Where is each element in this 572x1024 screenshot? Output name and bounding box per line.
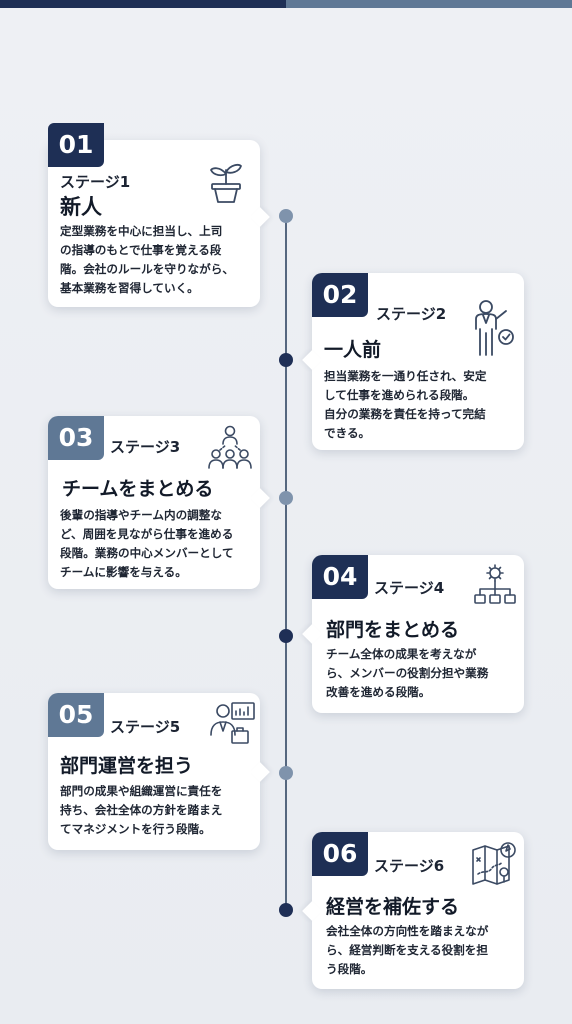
manager-chart-icon xyxy=(208,701,256,747)
description-line: チームに影響を与える。 xyxy=(60,565,187,579)
top-accent-bar xyxy=(0,0,572,8)
description-line: できる。 xyxy=(324,426,371,440)
card-pointer xyxy=(302,350,322,370)
person-check-icon xyxy=(468,299,516,357)
description-line: して仕事を進められる段階。 xyxy=(324,388,475,402)
description-line: う段階。 xyxy=(326,962,373,976)
stage-title: 経営を補佐する xyxy=(326,896,460,918)
description-line: 担当業務を一通り任され、安定 xyxy=(324,369,487,383)
stage-card-1: 01 ステージ1 新人 定型業務を中心に担当し、上司 の指導のもとで仕事を覚える… xyxy=(48,123,270,307)
description-line: てマネジメントを行う段階。 xyxy=(60,822,211,836)
stage-number-badge: 06 xyxy=(312,832,368,876)
description-line: ら、経営判断を支える役割を担 xyxy=(326,943,488,957)
stage-description: チーム全体の成果を考えなが ら、メンバーの役割分担や業務 改善を進める段階。 xyxy=(326,645,488,702)
description-line: の指導のもとで仕事を覚える段 xyxy=(60,243,222,257)
stage-card-4: 04 ステージ4 部門をまとめる チーム全体の成果を考えなが ら、メンバーの役割… xyxy=(302,555,524,713)
stage-title: 新人 xyxy=(60,195,102,219)
stage-title: チームをまとめる xyxy=(62,478,214,500)
timeline-dot-5 xyxy=(279,766,293,780)
stage-description: 定型業務を中心に担当し、上司 の指導のもとで仕事を覚える段 階。会社のルールを守… xyxy=(60,222,234,298)
description-line: チーム全体の成果を考えなが xyxy=(326,647,477,661)
stage-label: ステージ3 xyxy=(110,438,181,456)
description-line: 基本業務を習得していく。 xyxy=(60,281,199,295)
stage-description: 部門の成果や組織運営に責任を 持ち、会社全体の方針を踏まえ てマネジメントを行う… xyxy=(60,782,222,839)
timeline-dot-4 xyxy=(279,629,293,643)
description-line: 会社全体の方向性を踏まえなが xyxy=(326,924,489,938)
stage-title: 部門をまとめる xyxy=(326,619,460,641)
description-line: ど、周囲を見ながら仕事を進める xyxy=(60,527,234,541)
stage-number-badge: 02 xyxy=(312,273,368,317)
card-pointer xyxy=(302,624,322,644)
stage-label: ステージ2 xyxy=(376,305,447,323)
description-line: 部門の成果や組織運営に責任を xyxy=(60,784,223,798)
timeline-dot-3 xyxy=(279,491,293,505)
strategy-map-icon xyxy=(470,840,518,888)
stage-card-2: 02 ステージ2 一人前 担当業務を一通り任され、安定 して仕事を進められる段階… xyxy=(302,273,524,450)
stage-description: 担当業務を一通り任され、安定 して仕事を進められる段階。 自分の業務を責任を持っ… xyxy=(324,367,486,443)
description-line: 改善を進める段階。 xyxy=(326,685,431,699)
top-accent-bar-light xyxy=(286,0,572,8)
card-pointer xyxy=(250,207,270,227)
stage-description: 会社全体の方向性を踏まえなが ら、経営判断を支える役割を担 う段階。 xyxy=(326,922,488,979)
description-line: 段階。業務の中心メンバーとして xyxy=(60,546,234,560)
description-line: 定型業務を中心に担当し、上司 xyxy=(60,224,223,238)
card-pointer xyxy=(250,762,270,782)
description-line: 持ち、会社全体の方針を踏まえ xyxy=(60,803,223,817)
stage-card-5: 05 ステージ5 部門運営を担う 部門の成果や組織運営に責任を 持ち、会社全体の… xyxy=(48,693,270,850)
timeline-dot-2 xyxy=(279,353,293,367)
description-line: 自分の業務を責任を持って完結 xyxy=(324,407,486,421)
stage-number-badge: 04 xyxy=(312,555,368,599)
stage-number-badge: 03 xyxy=(48,416,104,460)
stage-label: ステージ6 xyxy=(374,857,445,875)
stage-number-badge: 01 xyxy=(48,123,104,167)
timeline-dot-6 xyxy=(279,903,293,917)
stage-number-badge: 05 xyxy=(48,693,104,737)
top-accent-bar-dark xyxy=(0,0,286,8)
description-line: 階。会社のルールを守りながら、 xyxy=(60,262,234,276)
description-line: ら、メンバーの役割分担や業務 xyxy=(326,666,489,680)
card-pointer xyxy=(250,488,270,508)
plant-pot-icon xyxy=(206,160,246,204)
team-icon xyxy=(208,424,252,470)
timeline-dot-1 xyxy=(279,209,293,223)
stage-card-3: 03 ステージ3 チームをまとめる 後輩の指導やチーム内の調整な ど、周囲を見な… xyxy=(48,416,270,589)
stage-label: ステージ1 xyxy=(60,173,131,191)
stage-description: 後輩の指導やチーム内の調整な ど、周囲を見ながら仕事を進める 段階。業務の中心メ… xyxy=(60,506,234,582)
card-pointer xyxy=(302,901,322,921)
stage-label: ステージ4 xyxy=(374,579,445,597)
org-chart-gear-icon xyxy=(472,563,518,611)
description-line: 後輩の指導やチーム内の調整な xyxy=(60,508,222,522)
stage-label: ステージ5 xyxy=(110,718,181,736)
stage-title: 部門運営を担う xyxy=(60,755,194,777)
stage-card-6: 06 ステージ6 経営を補佐する 会社全体の方向性を踏まえなが ら、経営判断を支… xyxy=(302,832,524,989)
stage-title: 一人前 xyxy=(324,339,382,361)
timeline-line xyxy=(285,216,287,912)
